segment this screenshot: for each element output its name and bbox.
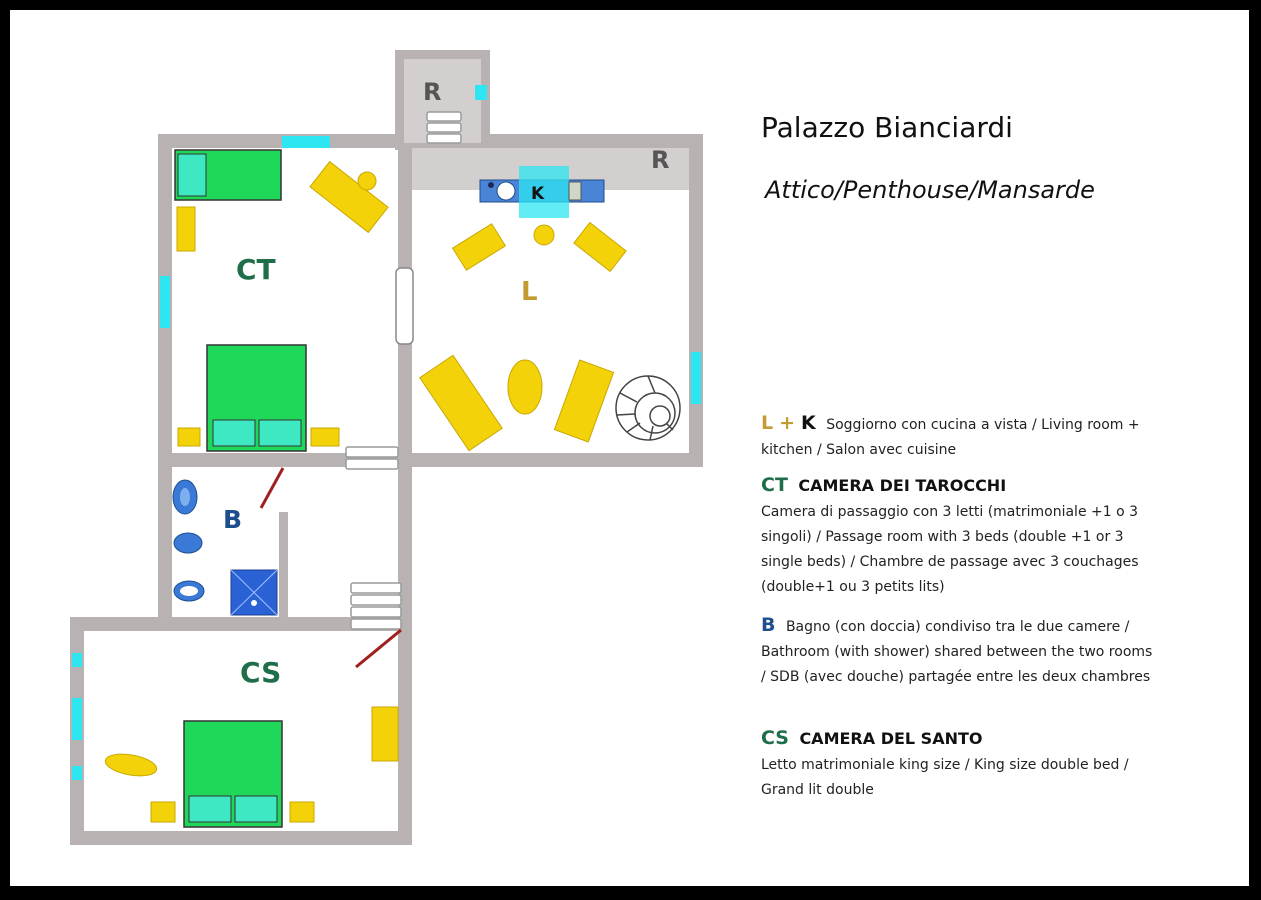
- room-label-r-top: R: [423, 78, 441, 106]
- coffee-table: [507, 359, 543, 415]
- door-swing: [355, 628, 402, 669]
- page-title: Palazzo Bianciardi: [761, 111, 1013, 144]
- room-label-k: K: [531, 184, 545, 204]
- stairs-b: [350, 582, 402, 630]
- tap-icon: [488, 182, 494, 188]
- room-label-ct: CT: [236, 253, 276, 286]
- steps-ct: [345, 446, 399, 470]
- nightstand: [177, 427, 201, 447]
- floor-plan: R R K L CT B CS: [70, 50, 703, 845]
- sink-icon: [496, 181, 516, 201]
- door-swing: [259, 467, 285, 509]
- legend-cs: CS CAMERA DEL SANTO Letto matrimoniale k…: [761, 726, 1161, 803]
- windows: [72, 85, 701, 780]
- sofa: [553, 359, 615, 443]
- legend-code-cs: CS: [761, 727, 789, 749]
- legend-code-ct: CT: [761, 474, 788, 496]
- legend-code-b: B: [761, 614, 776, 636]
- cs-furniture: [104, 628, 402, 828]
- page: R R K L CT B CS Palazzo Bianciardi Attic…: [10, 10, 1249, 886]
- nightstand: [150, 801, 176, 823]
- legend-ct-text: Camera di passaggio con 3 letti (matrimo…: [761, 504, 1139, 595]
- legend-b-text: Bagno (con doccia) condiviso tra le due …: [761, 619, 1153, 685]
- armchair: [573, 221, 627, 273]
- legend-ct-name: CAMERA DEI TAROCCHI: [798, 476, 1007, 495]
- dresser: [371, 706, 399, 762]
- legend-lk: L+K Soggiorno con cucina a vista / Livin…: [761, 411, 1161, 463]
- stove-icon: [568, 181, 582, 201]
- room-label-r-right: R: [651, 146, 669, 174]
- room-label-l: L: [521, 277, 538, 307]
- legend-code-l: L: [761, 412, 774, 434]
- living-furniture: [419, 166, 681, 452]
- spiral-staircase-icon: [615, 375, 681, 441]
- legend-code-k: K: [801, 412, 816, 434]
- stairs-top: [426, 111, 462, 144]
- nightstand: [310, 427, 340, 447]
- armchair: [451, 223, 507, 271]
- legend-b: B Bagno (con doccia) condiviso tra le du…: [761, 613, 1161, 690]
- legend-cs-text: Letto matrimoniale king size / King size…: [761, 757, 1129, 798]
- desk: [309, 160, 389, 234]
- pillow: [234, 795, 278, 823]
- room-label-cs: CS: [240, 656, 281, 689]
- room-label-b: B: [223, 505, 242, 534]
- pillow: [212, 419, 256, 447]
- sliding-door: [395, 267, 414, 345]
- pillow: [258, 419, 302, 447]
- pillow: [177, 153, 207, 197]
- bidet-icon: [173, 532, 203, 554]
- ct-furniture: [174, 149, 389, 452]
- legend-lk-text: Soggiorno con cucina a vista / Living ro…: [761, 417, 1140, 458]
- nightstand: [289, 801, 315, 823]
- legend-plus: +: [779, 412, 796, 434]
- side-table: [533, 224, 555, 246]
- legend-ct: CT CAMERA DEI TAROCCHI Camera di passagg…: [761, 473, 1161, 600]
- bathroom-fixtures: [172, 467, 285, 616]
- kitchen-window: [519, 166, 569, 218]
- nightstand: [176, 206, 196, 252]
- page-subtitle: Attico/Penthouse/Mansarde: [765, 176, 1095, 204]
- legend-cs-name: CAMERA DEL SANTO: [799, 729, 983, 748]
- pillow: [188, 795, 232, 823]
- stool: [357, 171, 377, 191]
- table: [104, 753, 158, 777]
- sofa: [419, 354, 503, 452]
